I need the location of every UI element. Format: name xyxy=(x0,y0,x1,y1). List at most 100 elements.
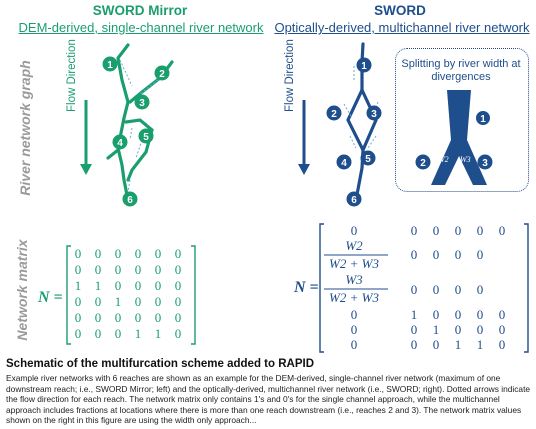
svg-text:0: 0 xyxy=(499,307,506,322)
frac2-den: W2 + W3 xyxy=(329,290,379,305)
svg-text:0: 0 xyxy=(75,294,82,309)
svg-text:0: 0 xyxy=(155,278,162,293)
left-node-6 xyxy=(122,191,138,207)
svg-text:0: 0 xyxy=(75,262,82,277)
left-flow-arrow xyxy=(80,100,92,175)
svg-text:0: 0 xyxy=(135,278,142,293)
inset-node-3 xyxy=(477,154,493,170)
left-node-2 xyxy=(154,65,170,81)
svg-text:W3: W3 xyxy=(460,155,471,164)
frac1-den: W2 + W3 xyxy=(329,256,379,271)
svg-text:1: 1 xyxy=(75,278,82,293)
svg-text:0: 0 xyxy=(175,294,182,309)
svg-text:0: 0 xyxy=(477,247,484,262)
svg-text:0: 0 xyxy=(477,282,484,297)
svg-text:2: 2 xyxy=(420,158,426,169)
left-node-4 xyxy=(112,134,128,150)
right-node-4 xyxy=(336,154,352,170)
inset-node-2 xyxy=(415,154,431,170)
svg-text:0: 0 xyxy=(115,262,122,277)
svg-text:1: 1 xyxy=(135,326,142,341)
svg-text:6: 6 xyxy=(351,195,357,206)
inset-box xyxy=(395,48,529,192)
svg-text:0: 0 xyxy=(477,322,484,337)
svg-text:1: 1 xyxy=(95,278,102,293)
right-matrix-label: N = xyxy=(294,279,319,296)
svg-text:0: 0 xyxy=(95,310,102,325)
svg-text:6: 6 xyxy=(127,195,133,206)
inset-split-diagram: 1 2 3 W2 W3 xyxy=(415,90,493,185)
svg-text:0: 0 xyxy=(115,278,122,293)
frac2-num: W3 xyxy=(345,272,363,287)
row-label-graph: River network graph xyxy=(17,60,33,196)
svg-text:0: 0 xyxy=(95,262,102,277)
svg-text:0: 0 xyxy=(455,247,462,262)
svg-text:5: 5 xyxy=(365,154,371,165)
right-node-5 xyxy=(360,150,376,166)
svg-text:3: 3 xyxy=(139,98,145,109)
svg-text:0: 0 xyxy=(351,337,358,352)
svg-text:1: 1 xyxy=(107,60,113,71)
svg-text:0: 0 xyxy=(433,223,440,238)
svg-text:0: 0 xyxy=(411,322,418,337)
svg-text:0: 0 xyxy=(351,223,358,238)
left-flow-label: Flow Direction xyxy=(66,39,78,112)
svg-text:1: 1 xyxy=(361,61,367,72)
svg-text:3: 3 xyxy=(482,158,488,169)
svg-text:0: 0 xyxy=(135,294,142,309)
caption-title: Schematic of the multifurcation scheme a… xyxy=(6,358,314,370)
row-label-matrix: Network matrix xyxy=(14,239,30,341)
svg-text:0: 0 xyxy=(455,307,462,322)
svg-text:0: 0 xyxy=(175,278,182,293)
svg-text:0: 0 xyxy=(499,223,506,238)
svg-text:4: 4 xyxy=(117,138,123,149)
svg-text:1: 1 xyxy=(433,322,440,337)
svg-text:0: 0 xyxy=(411,282,418,297)
right-node-2 xyxy=(326,105,342,121)
svg-text:5: 5 xyxy=(143,132,149,143)
svg-text:0: 0 xyxy=(411,337,418,352)
svg-text:0: 0 xyxy=(155,294,162,309)
inset-node-1 xyxy=(475,110,491,126)
svg-text:0: 0 xyxy=(135,262,142,277)
right-flow-label: Flow Direction xyxy=(284,39,296,112)
svg-text:0: 0 xyxy=(175,246,182,261)
svg-text:0: 0 xyxy=(135,246,142,261)
svg-text:2: 2 xyxy=(159,69,165,80)
left-node-3 xyxy=(134,94,150,110)
right-node-3 xyxy=(366,105,382,121)
left-title: SWORD Mirror xyxy=(92,3,188,18)
svg-text:0: 0 xyxy=(499,337,506,352)
svg-text:3: 3 xyxy=(371,109,377,120)
left-node-5 xyxy=(138,128,154,144)
svg-text:0: 0 xyxy=(433,337,440,352)
svg-text:0: 0 xyxy=(351,307,358,322)
left-subtitle: DEM-derived, single-channel river networ… xyxy=(18,20,264,35)
svg-text:0: 0 xyxy=(155,310,162,325)
svg-text:0: 0 xyxy=(95,246,102,261)
frac1-num: W2 xyxy=(345,238,363,253)
svg-text:0: 0 xyxy=(155,246,162,261)
left-network-graph: 1 2 3 4 5 6 xyxy=(102,43,174,207)
svg-text:0: 0 xyxy=(75,326,82,341)
svg-text:1: 1 xyxy=(477,337,484,352)
left-matrix-label: N = xyxy=(38,289,63,306)
right-node-1 xyxy=(356,57,372,73)
svg-text:0: 0 xyxy=(499,322,506,337)
right-subtitle: Optically-derived, multichannel river ne… xyxy=(274,20,530,35)
left-node-1 xyxy=(102,56,118,72)
svg-text:0: 0 xyxy=(115,326,122,341)
svg-text:1: 1 xyxy=(455,337,462,352)
svg-text:0: 0 xyxy=(175,262,182,277)
svg-text:1: 1 xyxy=(411,307,418,322)
svg-text:2: 2 xyxy=(331,109,337,120)
svg-text:W2: W2 xyxy=(438,155,449,164)
svg-text:4: 4 xyxy=(341,158,347,169)
right-title: SWORD xyxy=(374,3,426,18)
svg-text:0: 0 xyxy=(135,310,142,325)
svg-text:0: 0 xyxy=(95,326,102,341)
svg-text:1: 1 xyxy=(480,114,486,125)
right-network-graph: 1 2 3 4 5 6 xyxy=(326,42,382,207)
